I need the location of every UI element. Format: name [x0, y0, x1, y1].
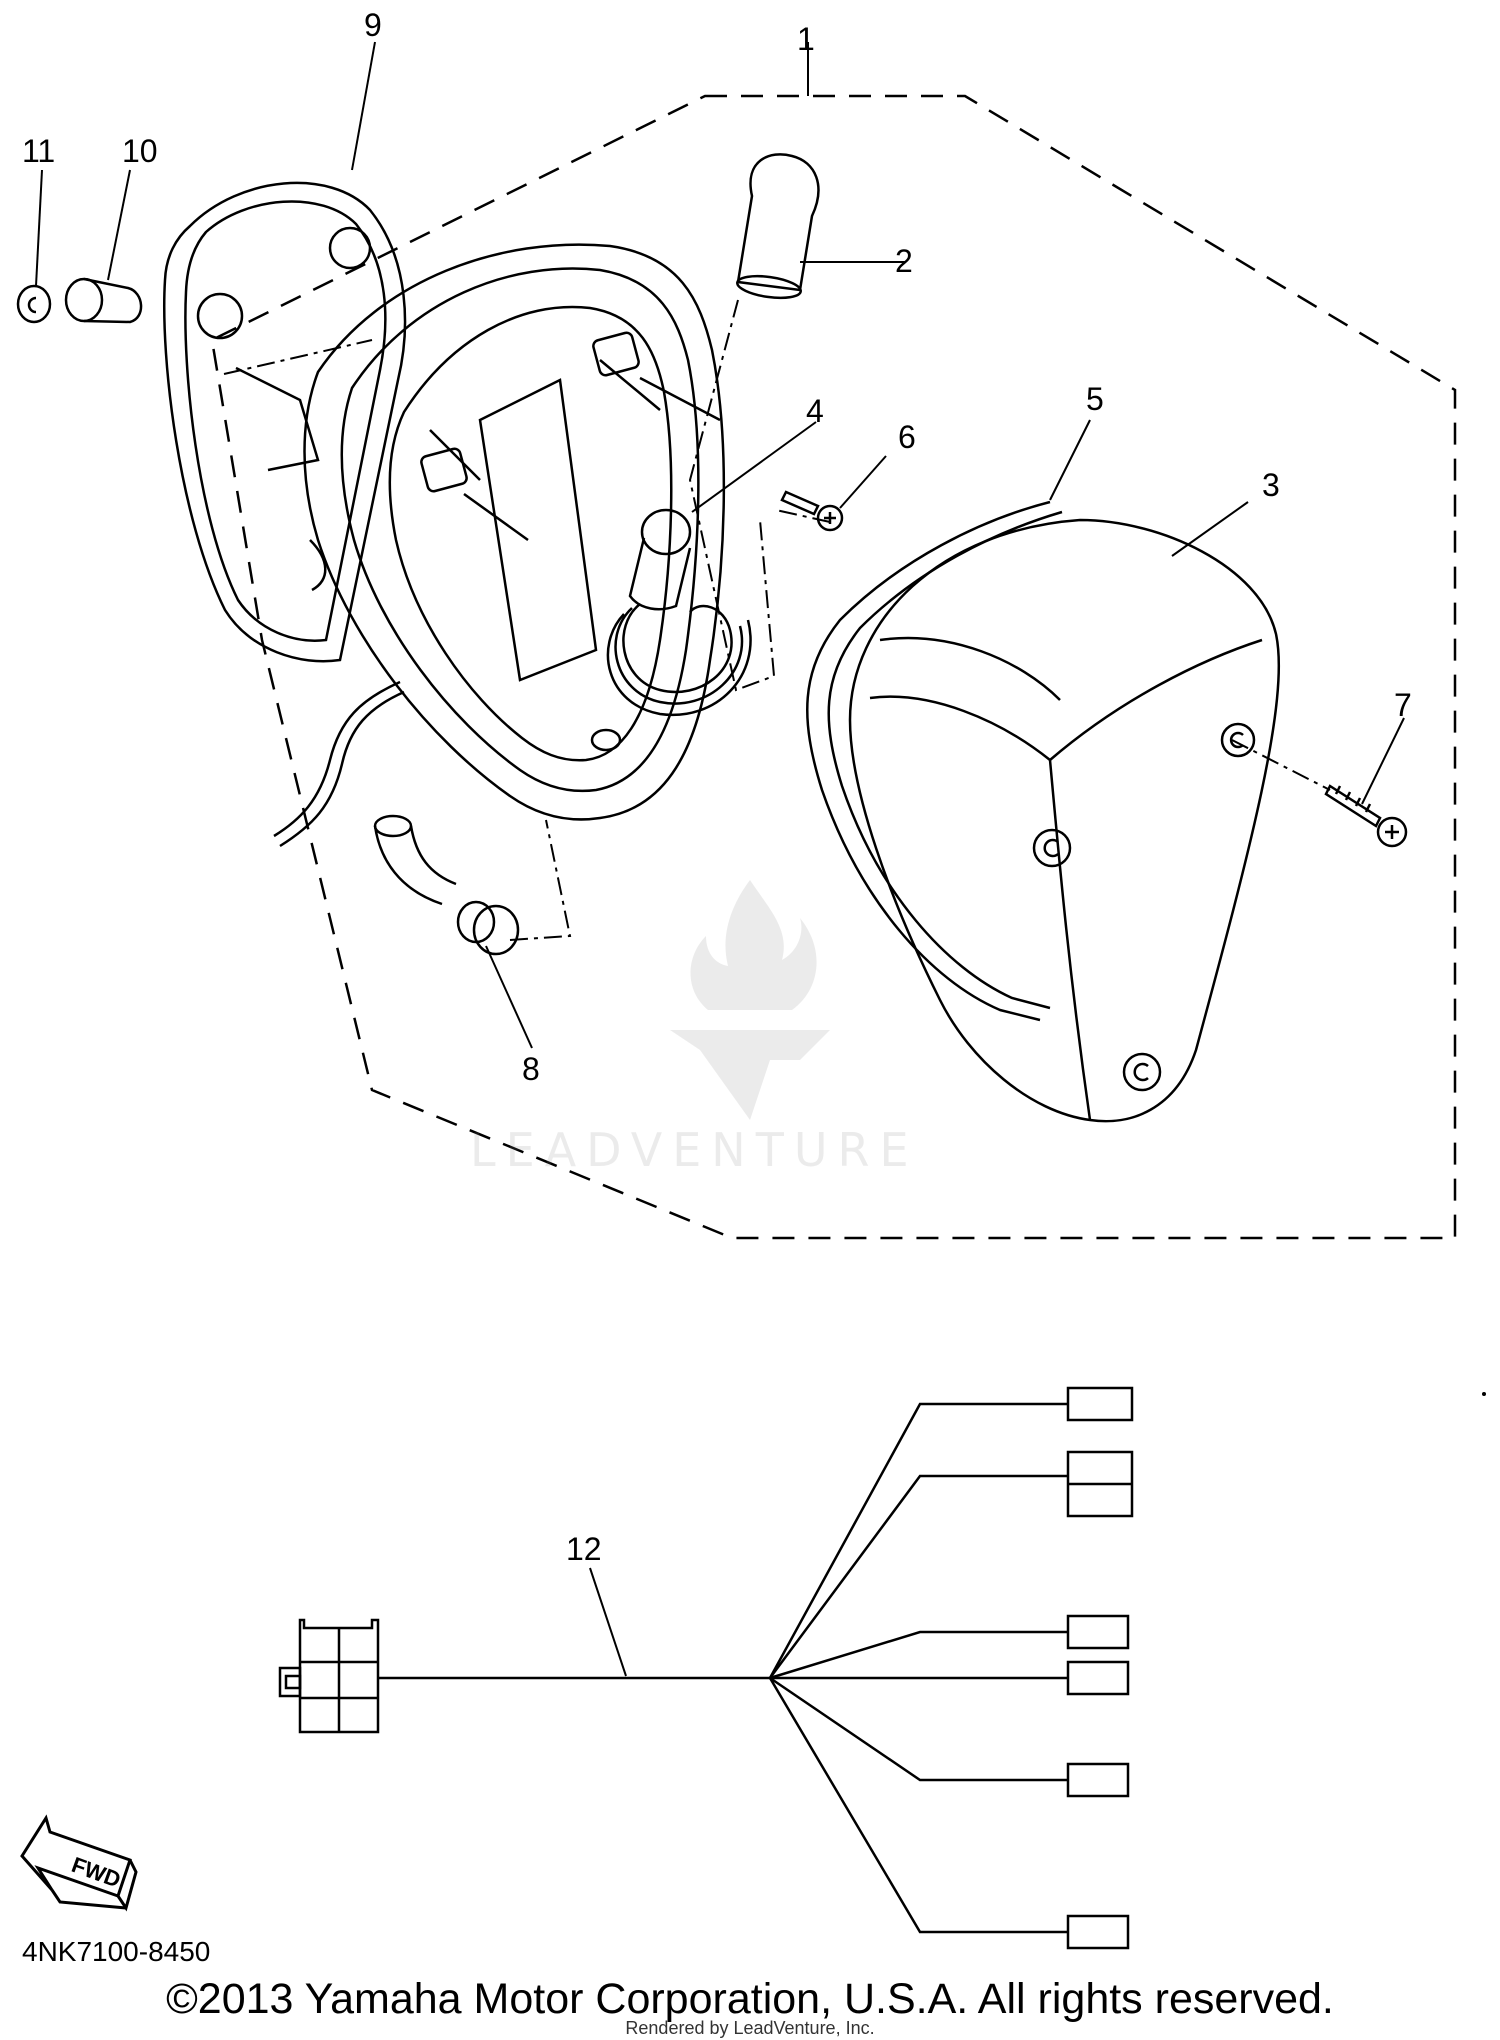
fwd-arrow-icon	[20, 1814, 138, 1912]
housing-lead-wire	[273, 680, 401, 838]
callout-12: 12	[566, 1531, 602, 1567]
part-9-base-plate	[163, 181, 407, 663]
part-12-wire-harness	[278, 1386, 1134, 1950]
assembly-guide-lines	[223, 299, 1331, 941]
callout-11: 11	[22, 133, 55, 169]
callout-leader-lines	[35, 41, 1405, 1677]
part-4-bulb-socket	[606, 508, 752, 717]
part-6-screw	[780, 490, 844, 532]
taillight-housing	[303, 243, 726, 821]
callout-8: 8	[522, 1051, 540, 1087]
v-logo-icon	[670, 1030, 830, 1120]
part-11-nut	[16, 284, 52, 324]
assembly-boundary-dashed	[210, 94, 1457, 1240]
callout-2: 2	[895, 243, 913, 279]
part-3-lens	[848, 518, 1281, 1123]
callout-5: 5	[1086, 381, 1104, 417]
callout-4: 4	[806, 393, 824, 429]
stray-dot	[1482, 1392, 1486, 1396]
part-5-lens-gasket	[806, 500, 1051, 1022]
part-number: 4NK7100-8450	[22, 1936, 211, 1967]
callout-7: 7	[1394, 687, 1412, 723]
part-8-grommet	[373, 814, 520, 956]
rendered-by-notice: Rendered by LeadVenture, Inc.	[625, 2018, 875, 2038]
callout-3: 3	[1262, 467, 1280, 503]
callout-6: 6	[898, 419, 916, 455]
copyright-notice: ©2013 Yamaha Motor Corporation, U.S.A. A…	[166, 1975, 1334, 2023]
part-10-collar	[64, 277, 143, 324]
housing-lead-wire-outer	[279, 690, 405, 848]
watermark-text: LEADVENTURE	[470, 1123, 919, 1170]
flame-logo-icon	[690, 880, 817, 1010]
callout-10: 10	[122, 133, 158, 169]
part-7-lens-screw	[1324, 784, 1408, 848]
callout-9: 9	[364, 7, 382, 43]
callout-1: 1	[797, 21, 815, 57]
leadventure-watermark: LEADVENTURE	[470, 880, 919, 1170]
part-2-bulb	[736, 153, 820, 300]
